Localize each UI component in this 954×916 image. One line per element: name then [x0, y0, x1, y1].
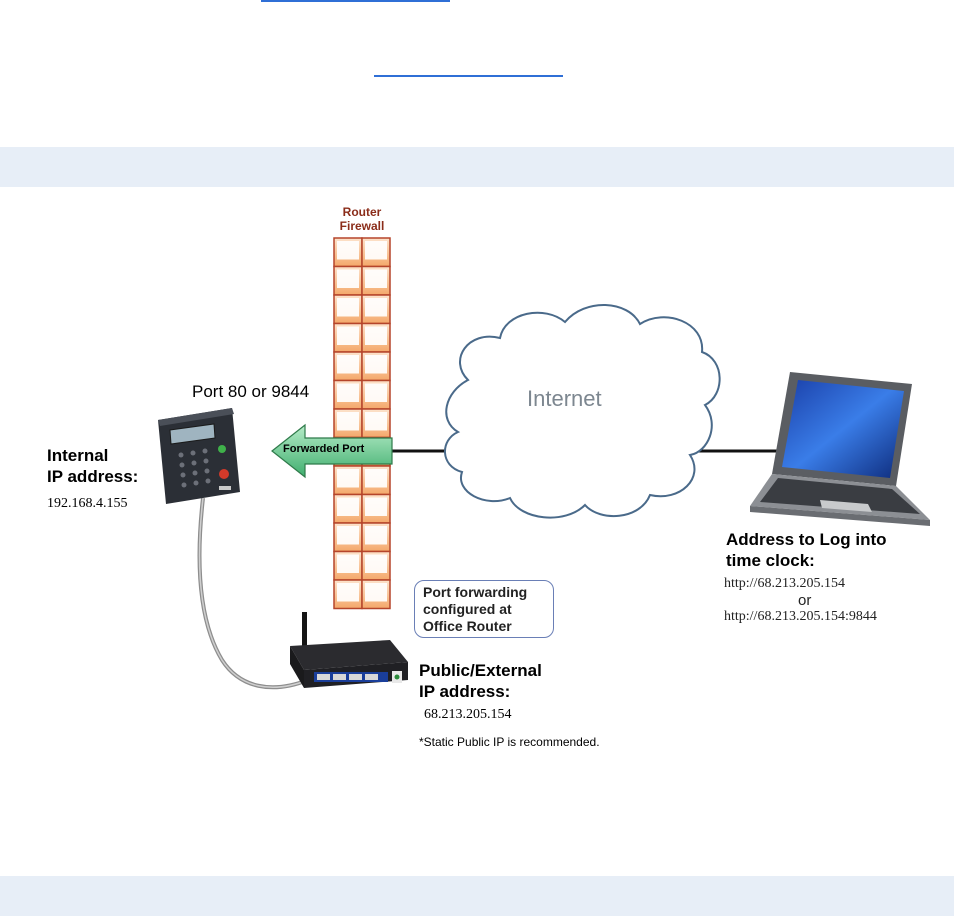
- firewall-cell-face: [365, 526, 387, 545]
- firewall-cell-face: [337, 412, 359, 431]
- port-forward-note: Port forwarding configured at Office Rou…: [414, 580, 554, 638]
- router-device: [290, 612, 408, 688]
- section-band-top: [0, 147, 954, 187]
- top-link-underline[interactable]: [261, 0, 450, 2]
- firewall-cell-face: [365, 412, 387, 431]
- laptop-device: [750, 372, 930, 526]
- firewall-cell-face: [365, 497, 387, 516]
- firewall-cell-face: [337, 355, 359, 374]
- section-band-bottom: [0, 876, 954, 916]
- firewall-title: Router Firewall: [334, 205, 390, 233]
- login-title-line2: time clock:: [726, 551, 815, 570]
- forwarded-port-label: Forwarded Port: [283, 443, 365, 455]
- internet-label: Internet: [527, 386, 602, 411]
- note-line2: configured at: [423, 601, 512, 617]
- firewall-cell-face: [365, 554, 387, 573]
- time-clock-device: [158, 408, 240, 504]
- firewall-cell-face: [365, 269, 387, 288]
- firewall-cell-face: [337, 326, 359, 345]
- internet-cloud: [444, 304, 721, 519]
- firewall-title-line1: Router: [342, 205, 382, 219]
- firewall-cell-face: [337, 383, 359, 402]
- note-line1: Port forwarding: [423, 584, 528, 600]
- firewall-cell-face: [365, 298, 387, 317]
- public-title-line1: Public/External: [419, 661, 542, 680]
- port-label: Port 80 or 9844: [192, 382, 310, 401]
- note-line3: Office Router: [423, 618, 512, 634]
- firewall-cell-face: [337, 269, 359, 288]
- firewall-cell-face: [337, 298, 359, 317]
- internal-title-line1: Internal: [47, 446, 109, 465]
- login-url-1: http://68.213.205.154: [724, 576, 845, 591]
- login-or: or: [798, 592, 812, 609]
- internal-ip: 192.168.4.155: [47, 496, 128, 511]
- firewall-cell-face: [365, 469, 387, 488]
- login-urls: http://68.213.205.154 or http://68.213.2…: [724, 576, 877, 625]
- login-url-2: http://68.213.205.154:9844: [724, 609, 877, 624]
- public-ip: 68.213.205.154: [424, 707, 512, 722]
- firewall-grid: [333, 237, 391, 610]
- firewall-cell-face: [337, 497, 359, 516]
- internal-title-line2: IP address:: [47, 467, 139, 486]
- firewall-cell-face: [365, 326, 387, 345]
- firewall-cell-face: [365, 383, 387, 402]
- login-title-line1: Address to Log into: [726, 530, 887, 549]
- forwarded-port-arrow: [271, 423, 393, 479]
- firewall-title-line2: Firewall: [339, 219, 385, 233]
- second-link-underline[interactable]: [374, 75, 563, 77]
- firewall-cell-face: [337, 583, 359, 602]
- public-ip-note: *Static Public IP is recommended.: [419, 735, 600, 749]
- firewall-cell-face: [337, 526, 359, 545]
- firewall-cell-face: [337, 469, 359, 488]
- firewall-cell-face: [337, 554, 359, 573]
- public-title-line2: IP address:: [419, 682, 511, 701]
- firewall-cell-face: [337, 241, 359, 260]
- firewall-cell-face: [365, 241, 387, 260]
- firewall-cell-face: [365, 355, 387, 374]
- firewall-cell-face: [365, 583, 387, 602]
